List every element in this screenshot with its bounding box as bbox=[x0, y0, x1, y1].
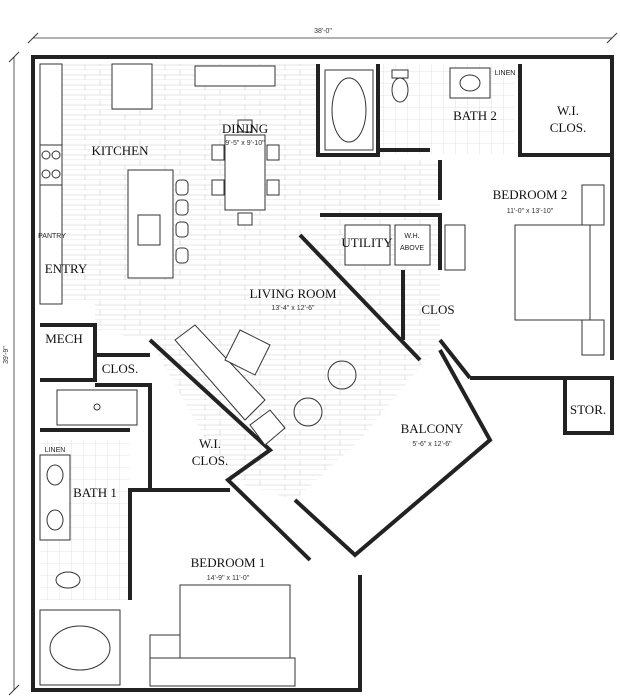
bath1-fixtures bbox=[39, 389, 138, 686]
balcony-size: 5'-6" x 12'-6" bbox=[412, 441, 452, 448]
interior-walls bbox=[40, 64, 612, 600]
bedroom1-size: 14'-9" x 11'-0" bbox=[207, 575, 250, 582]
wic1-label-1: W.I. bbox=[199, 436, 221, 451]
wic2-label-1: W.I. bbox=[557, 103, 579, 118]
entry-closet-label: CLOS. bbox=[102, 361, 138, 376]
entry-label: ENTRY bbox=[45, 261, 88, 276]
bedroom2-size: 11'-0" x 13'-10" bbox=[507, 208, 554, 215]
wic2-label-2: CLOS. bbox=[550, 120, 586, 135]
balcony-label: BALCONY bbox=[401, 421, 464, 436]
bath1-label: BATH 1 bbox=[73, 485, 117, 500]
washer bbox=[344, 224, 391, 266]
width-dimension: 38'-0" bbox=[27, 28, 618, 44]
exterior-wall bbox=[31, 55, 614, 692]
room-labels: KITCHEN DINING 9'-5" x 9'-10" PANTRY ENT… bbox=[38, 70, 606, 582]
counter bbox=[194, 65, 276, 87]
depth-dimension-label: 39'-9" bbox=[3, 346, 10, 364]
pantry-label: PANTRY bbox=[38, 233, 66, 240]
kitchen-label: KITCHEN bbox=[91, 143, 149, 158]
kitchen-fixtures bbox=[39, 63, 276, 305]
utility-label: UTILITY bbox=[341, 235, 393, 250]
water-heater-label-2: ABOVE bbox=[400, 245, 424, 252]
living-room-size: 13'-4" x 12'-6" bbox=[271, 305, 315, 312]
stove bbox=[39, 144, 63, 186]
storage-label: STOR. bbox=[570, 402, 606, 417]
dining-label: DINING bbox=[222, 121, 268, 136]
balcony-wall bbox=[293, 349, 493, 558]
living-room-label: LIVING ROOM bbox=[249, 286, 336, 301]
bedroom2-label: BEDROOM 2 bbox=[493, 187, 568, 202]
linen2-label: LINEN bbox=[495, 70, 516, 77]
sink bbox=[137, 214, 161, 246]
bedroom2-closet-label: CLOS bbox=[421, 302, 454, 317]
mech-label: MECH bbox=[45, 331, 83, 346]
dining-table bbox=[211, 119, 280, 226]
depth-dimension: 39'-9" bbox=[3, 51, 20, 696]
storage-wall bbox=[563, 376, 614, 435]
living-furniture bbox=[174, 324, 357, 446]
bath2-fixtures bbox=[324, 67, 491, 151]
bedroom1-furniture bbox=[149, 584, 296, 687]
linen1-label: LINEN bbox=[45, 447, 66, 454]
bedroom1-label: BEDROOM 1 bbox=[191, 555, 266, 570]
bedroom2-furniture bbox=[444, 184, 605, 356]
refrigerator bbox=[111, 63, 153, 110]
water-heater-label-1: W.H. bbox=[404, 233, 419, 240]
width-dimension-label: 38'-0" bbox=[314, 28, 332, 35]
water-heater bbox=[394, 224, 431, 266]
wic1-label-2: CLOS. bbox=[192, 453, 228, 468]
dining-size: 9'-5" x 9'-10" bbox=[225, 140, 265, 147]
bath2-label: BATH 2 bbox=[453, 108, 497, 123]
